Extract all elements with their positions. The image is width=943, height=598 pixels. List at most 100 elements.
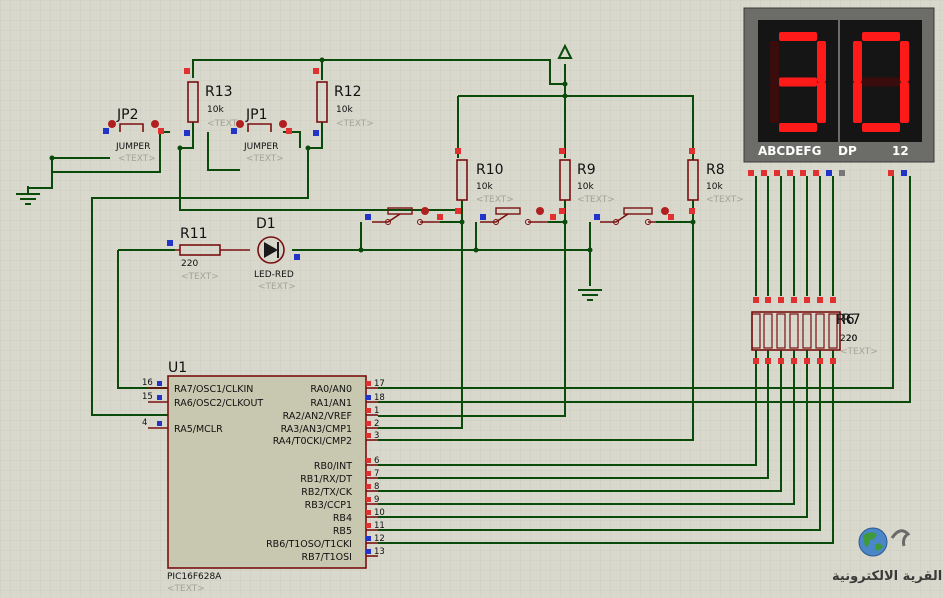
- segment-g: [779, 77, 817, 87]
- display-pin: [839, 170, 845, 176]
- mcu-pin-number: 18: [374, 393, 385, 403]
- rn-value-overlap: 20: [846, 334, 858, 344]
- display-pin: [888, 170, 894, 176]
- watermark: القرية الالكترونية: [832, 527, 942, 584]
- mcu-u1[interactable]: U1 PIC16F628A <TEXT> 16RA7/OSC1/CLKIN15R…: [142, 360, 385, 594]
- display-pin: [774, 170, 780, 176]
- rn-text: <TEXT>: [840, 347, 878, 357]
- resistor-r12[interactable]: R12 10k <TEXT>: [313, 68, 374, 136]
- rn-element: [789, 313, 799, 349]
- rn-element: [815, 313, 825, 349]
- segment-c: [900, 82, 909, 123]
- mcu-pin-name: RA2/AN2/VREF: [283, 411, 352, 422]
- d1-value: LED-RED: [254, 270, 294, 280]
- mcu-pin-name: RA4/T0CKI/CMP2: [273, 436, 352, 447]
- r13-text: <TEXT>: [207, 119, 245, 129]
- mcu-pin-number: 2: [374, 419, 379, 429]
- rn-element: [763, 313, 773, 349]
- r8-value: 10k: [706, 182, 723, 192]
- rn-element: [751, 313, 761, 349]
- jp2-text: <TEXT>: [118, 154, 156, 164]
- r8-ref: R8: [706, 162, 725, 178]
- jumper-jp1[interactable]: JP1 JUMPER <TEXT>: [231, 107, 292, 164]
- rn-element: [828, 313, 838, 349]
- resistor-r10[interactable]: R10 10k <TEXT>: [455, 148, 514, 214]
- mcu-pin-name: RA0/AN0: [310, 384, 352, 395]
- segment-a: [862, 32, 900, 41]
- segment-c: [817, 82, 826, 123]
- r9-ref: R9: [577, 162, 596, 178]
- mcu-pin-name: RB4: [333, 513, 352, 524]
- resistor-r9[interactable]: R9 10k <TEXT>: [559, 148, 615, 214]
- digit-left: [770, 32, 826, 132]
- r11-text: <TEXT>: [181, 272, 219, 282]
- rn-value: 220: [840, 334, 857, 344]
- display-pin: [901, 170, 907, 176]
- segment-a: [779, 32, 817, 41]
- segment-b: [817, 41, 826, 82]
- r12-ref: R12: [334, 84, 362, 100]
- segment-e: [770, 82, 779, 123]
- rn-element: [802, 313, 812, 349]
- r9-text: <TEXT>: [577, 195, 615, 205]
- junctions: [49, 57, 696, 253]
- mcu-pin-number: 8: [374, 482, 379, 492]
- resistor-network[interactable]: R6 R7 220 20 <TEXT>: [751, 297, 878, 364]
- r11-ref: R11: [180, 226, 208, 242]
- mcu-pin-number: 9: [374, 495, 379, 505]
- pushbutton-2[interactable]: [480, 207, 556, 225]
- mcu-pin-name: RB3/CCP1: [305, 500, 352, 511]
- rn-ref-overlap: R6: [836, 312, 855, 328]
- mcu-pin-number: 13: [374, 547, 385, 557]
- pushbutton-3[interactable]: [594, 207, 674, 225]
- resistor-r13[interactable]: R13 10k <TEXT>: [184, 68, 245, 136]
- mcu-pin-number: 15: [142, 392, 153, 402]
- power-arrow: [557, 43, 573, 59]
- segment-b: [900, 41, 909, 82]
- seven-segment-display[interactable]: ABCDEFG DP 12: [743, 7, 935, 176]
- jp1-text: <TEXT>: [246, 154, 284, 164]
- jp1-ref: JP1: [245, 107, 267, 123]
- display-pin: [748, 170, 754, 176]
- mcu-pin-number: 12: [374, 534, 385, 544]
- mcu-pin-name: RB7/T1OSI: [301, 552, 352, 563]
- display-pin: [826, 170, 832, 176]
- resistor-r11[interactable]: R11 220 <TEXT>: [167, 226, 250, 282]
- segment-f: [853, 41, 862, 82]
- pushbutton-1[interactable]: [365, 207, 443, 225]
- resistor-r8[interactable]: R8 10k <TEXT>: [687, 148, 744, 214]
- display-pins: [748, 170, 907, 176]
- jumper-jp2[interactable]: JP2 JUMPER <TEXT>: [103, 107, 164, 164]
- mcu-pin-number: 6: [374, 456, 379, 466]
- segment-d: [862, 123, 900, 132]
- mcu-pin-name: RB6/T1OSO/T1CKI: [266, 539, 352, 550]
- display-pin: [787, 170, 793, 176]
- r10-value: 10k: [476, 182, 493, 192]
- rn-ref: R7: [842, 312, 861, 328]
- mcu-pin-number: 16: [142, 378, 153, 388]
- display-common-label: 12: [892, 144, 909, 158]
- rn-element: [776, 313, 786, 349]
- segment-f: [770, 41, 779, 82]
- segment-e: [853, 82, 862, 123]
- mcu-pin-name: RA6/OSC2/CLKOUT: [174, 398, 263, 409]
- mcu-pin-number: 4: [142, 418, 147, 428]
- led-d1[interactable]: D1 LED-RED <TEXT>: [254, 216, 300, 292]
